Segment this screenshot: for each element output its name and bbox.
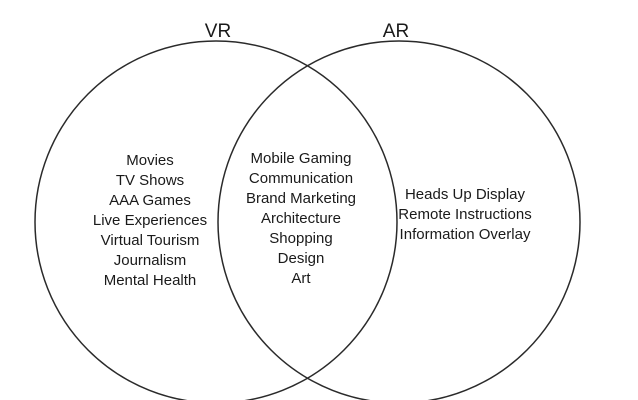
region-item: Architecture (260, 210, 342, 227)
region-item: Mobile Gaming (250, 150, 352, 167)
region-item: Shopping (269, 230, 333, 247)
vr-set-label: VR (204, 21, 232, 42)
region-item: Mental Health (103, 272, 197, 289)
region-item: Remote Instructions (398, 206, 532, 223)
vr-circle (34, 40, 398, 400)
region-item: Art (291, 270, 311, 287)
region-item: Information Overlay (399, 226, 531, 243)
region-item: Movies (126, 152, 174, 169)
overlap-region: Mobile Gaming Communication Brand Market… (246, 149, 356, 289)
region-item: Brand Marketing (245, 190, 357, 207)
region-item: Live Experiences (92, 212, 208, 229)
region-item: Design (277, 250, 325, 267)
ar-only-region: Heads Up Display Remote Instructions Inf… (398, 185, 531, 245)
ar-circle (217, 40, 581, 400)
region-item: TV Shows (115, 172, 185, 189)
ar-set-label: AR (382, 21, 410, 42)
region-item: Virtual Tourism (100, 232, 200, 249)
region-item: Communication (248, 170, 354, 187)
region-item: Heads Up Display (404, 186, 526, 203)
region-item: Journalism (113, 252, 187, 269)
vr-only-region: Movies TV Shows AAA Games Live Experienc… (93, 151, 207, 291)
region-item: AAA Games (109, 192, 191, 209)
